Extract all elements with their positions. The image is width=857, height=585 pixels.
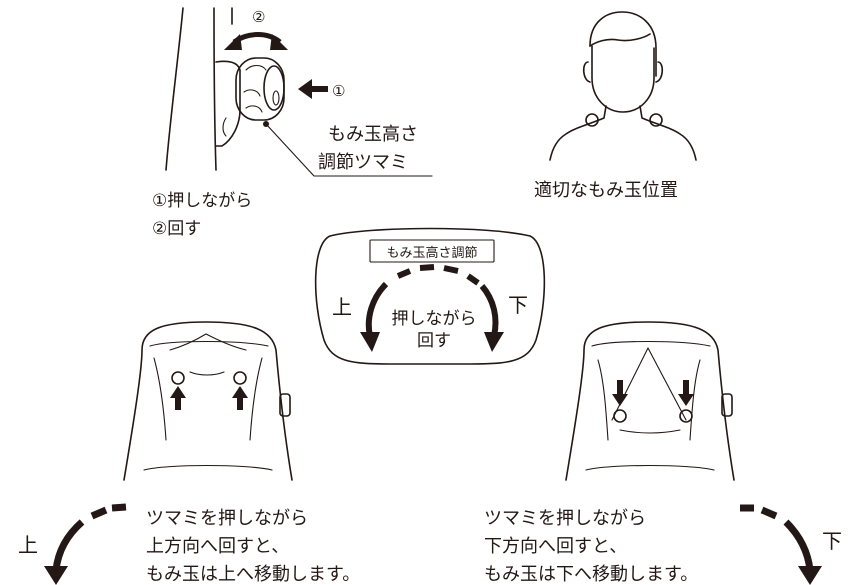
dial-panel: もみ玉高さ調節 上 下 押しながら 回す <box>314 227 546 365</box>
caption-right: 下 ツマミを押しながら 下方向へ回すと、 もみ玉は下へ移動します。 <box>484 504 842 585</box>
dial-right-label: 下 <box>508 293 528 317</box>
caption-right-line3: もみ玉は下へ移動します。 <box>484 564 698 585</box>
dial-title-box <box>369 239 495 263</box>
step-mark-push: ① <box>332 82 345 100</box>
dial-center-line1: 押しながら <box>392 309 477 329</box>
caption-right-line2: 下方向へ回すと、 <box>484 536 627 557</box>
down-curve-arrow-icon <box>783 519 814 571</box>
knob-icon <box>235 57 285 127</box>
ball-left-lower-icon <box>613 409 627 423</box>
up-arrow-right-icon <box>232 386 248 410</box>
caption-left-line2: 上方向へ回すと、 <box>146 536 289 557</box>
up-curve-arrow-icon <box>52 519 85 571</box>
down-arrow-right-icon <box>678 380 694 406</box>
knob-label-line2: 調節ツマミ <box>318 152 408 173</box>
head-figure: 適切なもみ玉位置 <box>534 11 697 201</box>
proper-position-label: 適切なもみ玉位置 <box>534 180 678 201</box>
caption-right-direction: 下 <box>822 529 842 553</box>
instruction-line1: ①押しながら <box>152 191 252 211</box>
massage-ball-right-icon <box>649 113 663 127</box>
up-arrow-left-icon <box>170 386 186 410</box>
instruction-line2: ②回す <box>152 219 201 239</box>
down-arrow-left-icon <box>612 380 628 406</box>
step-mark-rotate: ② <box>252 8 265 26</box>
caption-left-line1: ツマミを押しながら <box>146 508 308 529</box>
dial-left-label: 上 <box>332 295 352 319</box>
massage-ball-left-icon <box>585 113 599 127</box>
ball-left-icon <box>171 371 185 385</box>
dial-arrow-up-icon <box>365 281 389 337</box>
dial-title: もみ玉高さ調節 <box>386 245 477 261</box>
dial-dashes <box>396 264 480 286</box>
knob-side-view: ① ② もみ玉高さ 調節ツマミ ①押しながら ②回す <box>152 7 433 239</box>
push-arrow-icon <box>298 79 328 99</box>
knob-label-line1: もみ玉高さ <box>328 124 418 145</box>
caption-right-line1: ツマミを押しながら <box>484 508 646 529</box>
caption-left: 上 ツマミを押しながら 上方向へ回すと、 もみ玉は上へ移動します。 <box>18 503 360 585</box>
caption-left-line3: もみ玉は上へ移動します。 <box>146 564 360 585</box>
seat-back-right <box>565 321 735 481</box>
rotate-arrow-icon <box>224 32 288 50</box>
dial-arrow-down-icon <box>479 284 499 337</box>
ball-right-lower-icon <box>679 409 693 423</box>
callout-leader <box>265 123 433 177</box>
caption-left-direction: 上 <box>18 533 38 557</box>
seat-back-left <box>123 321 293 481</box>
dial-center-line2: 回す <box>417 331 451 351</box>
ball-right-icon <box>233 371 247 385</box>
